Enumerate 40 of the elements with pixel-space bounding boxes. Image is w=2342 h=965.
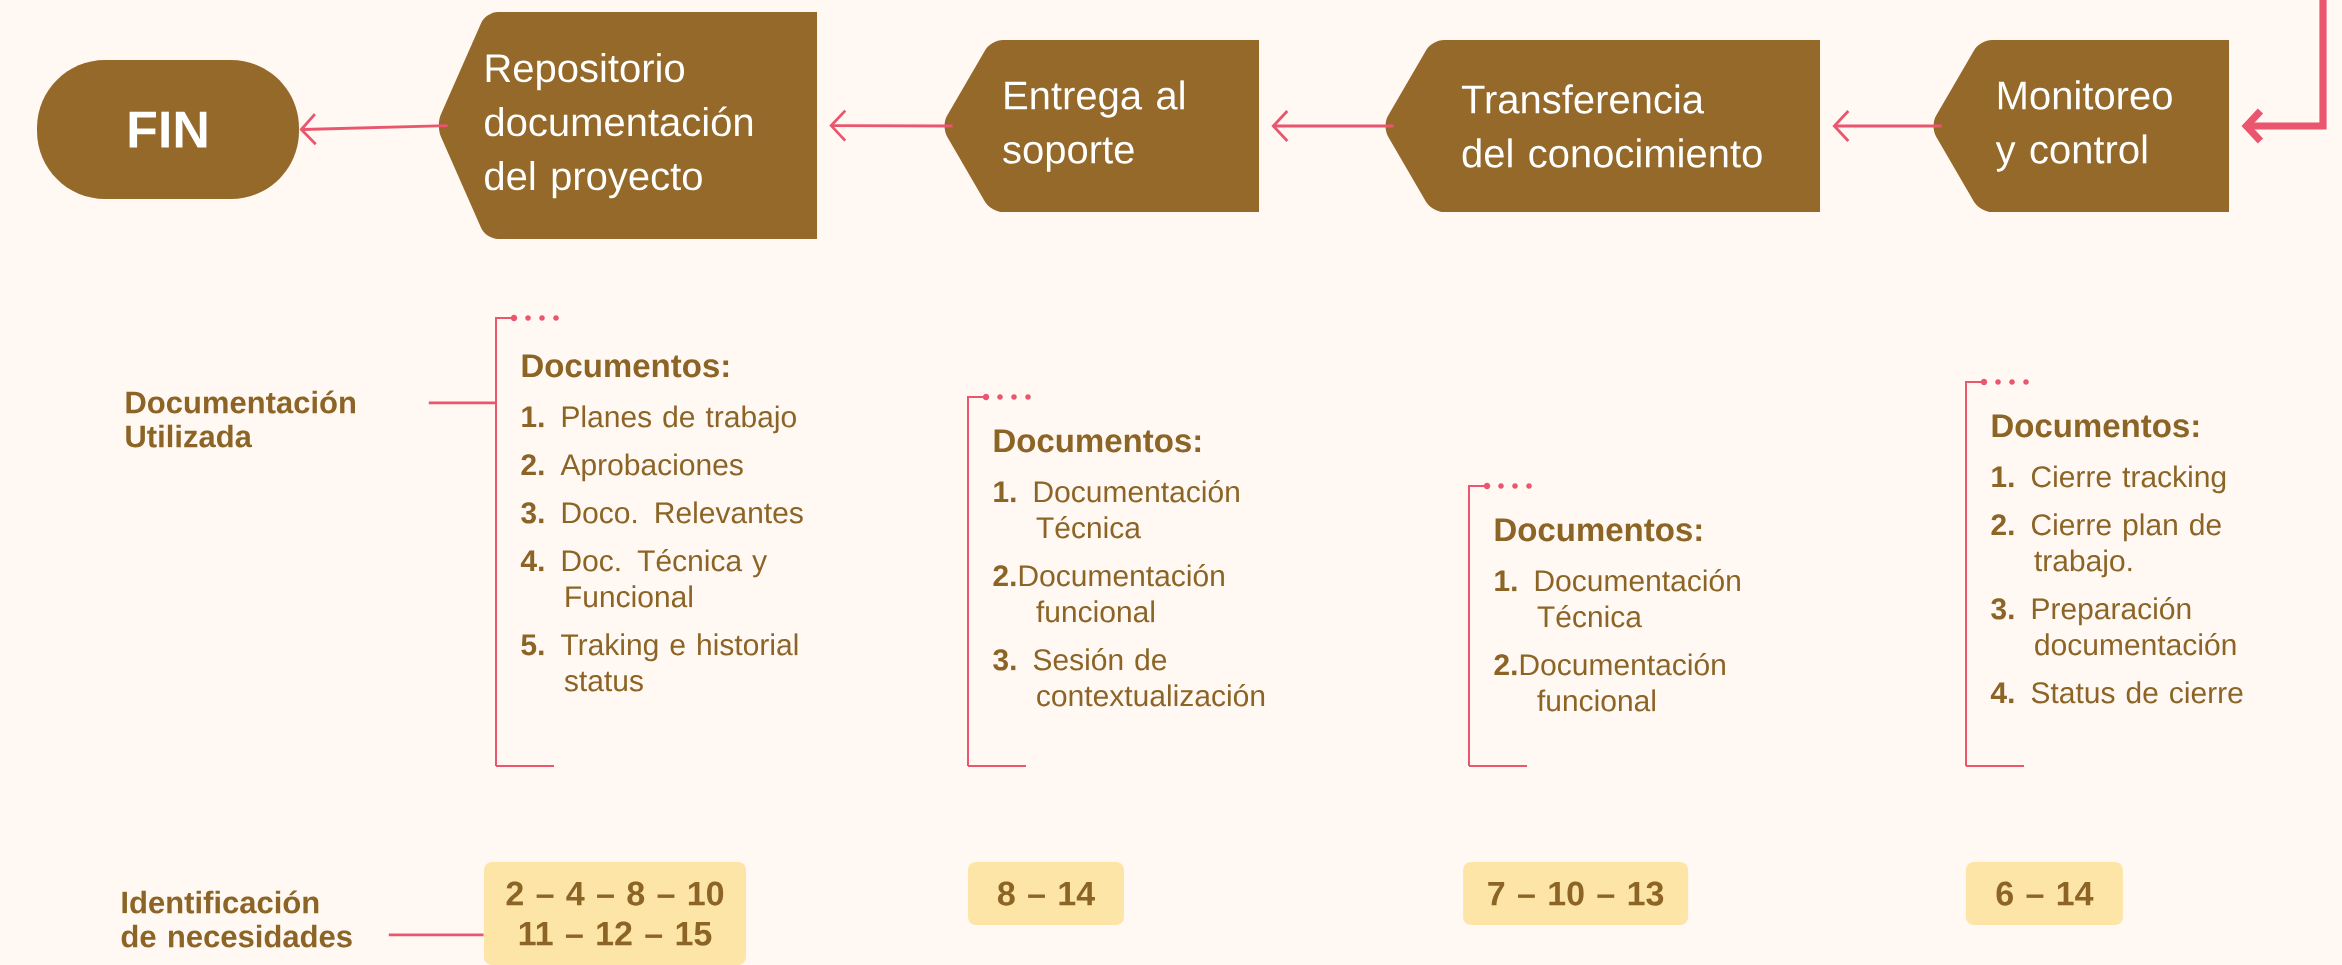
row-label: Documentación Utilizada bbox=[126, 390, 355, 448]
node-label: 2.Documentación funcional bbox=[1494, 653, 1725, 712]
process-tag: Monitoreo y control bbox=[1933, 40, 2229, 212]
row-label: Identificación de necesidades bbox=[121, 890, 352, 948]
node-label: 4. Doc. Técnica y Funcional bbox=[520, 549, 768, 608]
arrow bbox=[1271, 110, 1394, 142]
arrow bbox=[1832, 110, 1942, 142]
arrow bbox=[829, 109, 953, 142]
bracketed-list: Documentos: 1. Planes de trabajo 2. Aprobaciones 3. Doco. Relevantes 4. Doc. Técnica y Funcional 5. Traking e historial status bbox=[495, 314, 803, 767]
node-label: Documentos: bbox=[1992, 414, 2199, 438]
node-label: Documentos: bbox=[522, 354, 729, 378]
bracketed-list: Documentos: 1. Documentación Técnica 2.Documentación funcional bbox=[1468, 482, 1740, 767]
node-label: 5. Traking e historial status bbox=[521, 633, 798, 692]
node-label: 3. Sesión de contextualización bbox=[993, 648, 1265, 707]
node-label: 1. Planes de trabajo bbox=[522, 405, 796, 434]
bracketed-list: Documentos: 1. Cierre tracking 2. Cierre plan de trabajo. 3. Preparación documentación 4. Status de cierre bbox=[1965, 378, 2243, 767]
node-label: 4. Status de cierre bbox=[1990, 681, 2243, 704]
node-label: 1. Cierre tracking bbox=[1992, 465, 2226, 494]
number-badge: 2 – 4 – 8 – 10 11 – 12 – 15 bbox=[484, 862, 746, 965]
process-tag: Repositorio documentación del proyecto bbox=[438, 12, 817, 239]
node-label: 2. Cierre plan de trabajo. bbox=[1991, 513, 2221, 578]
node-label: 1. Documentación Técnica bbox=[1495, 569, 1740, 628]
arrow bbox=[299, 113, 448, 146]
node-label: 3. Preparación documentación bbox=[1991, 597, 2236, 656]
node-label: Documentos: bbox=[994, 429, 1201, 453]
node-label: 1. Documentación Técnica bbox=[994, 480, 1239, 539]
leader-line bbox=[428, 401, 496, 405]
bracketed-list: Documentos: 1. Documentación Técnica 2.Documentación funcional 3. Sesión de contextualización bbox=[967, 393, 1265, 767]
node-label: 3. Doco. Relevantes bbox=[521, 501, 803, 524]
number-badge: 6 – 14 bbox=[1965, 862, 2123, 926]
arrow bbox=[2241, 0, 2327, 144]
process-tag: Entrega al soporte bbox=[944, 40, 1259, 212]
number-badge: 8 – 14 bbox=[968, 862, 1124, 926]
process-tag: Transferencia del conocimiento bbox=[1385, 40, 1820, 212]
node-label: 2. Aprobaciones bbox=[521, 453, 743, 482]
node-label: 2.Documentación funcional bbox=[993, 564, 1224, 623]
node-label: Documentos: bbox=[1495, 518, 1702, 542]
leader-line bbox=[388, 933, 484, 937]
terminal-pill: FIN bbox=[37, 60, 299, 200]
number-badge: 7 – 10 – 13 bbox=[1463, 862, 1689, 926]
